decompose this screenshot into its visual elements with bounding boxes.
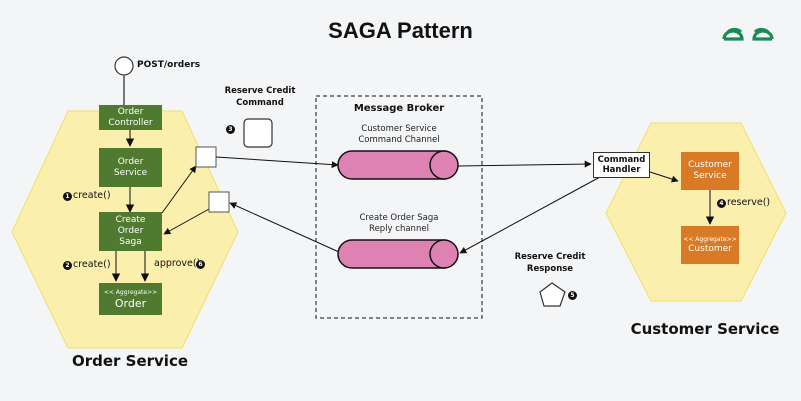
reply-channel-line2: Reply channel bbox=[369, 224, 429, 234]
step-4-label: reserve() bbox=[727, 197, 771, 208]
command-channel-line2: Command Channel bbox=[358, 135, 440, 145]
message-broker-boundary bbox=[315, 95, 483, 319]
command-handler-line2: Handler bbox=[602, 165, 641, 175]
command-channel-line1: Customer Service bbox=[361, 124, 437, 134]
step-4-badge: 4 bbox=[717, 199, 726, 208]
customer-aggregate-name: Customer bbox=[688, 243, 732, 254]
inbound-port bbox=[208, 191, 230, 213]
saga-line1: Create bbox=[115, 215, 146, 225]
reserve-credit-response-label: Reserve Credit Response bbox=[500, 251, 600, 275]
step-5-badge: 5 bbox=[568, 291, 577, 300]
order-service-line2: Service bbox=[113, 167, 148, 178]
saga-to-outport-arrow bbox=[161, 165, 197, 214]
entry-point-circle bbox=[114, 56, 134, 76]
order-controller-box: Order Controller bbox=[99, 105, 162, 130]
reserve-credit-response-message bbox=[539, 282, 566, 307]
customer-service-line2: Service bbox=[693, 171, 727, 181]
customer-service-hexagon bbox=[605, 122, 787, 302]
step-2-label: create() bbox=[73, 259, 111, 270]
reserve-credit-command-message bbox=[243, 118, 273, 148]
order-controller-line1: Order bbox=[117, 106, 144, 117]
reply-channel-line1: Create Order Saga bbox=[359, 213, 439, 223]
handler-to-customer-service-arrow bbox=[649, 171, 679, 183]
reserve-credit-command-label: Reserve Credit Command bbox=[210, 85, 310, 109]
order-controller-line2: Controller bbox=[108, 117, 153, 128]
order-service-title: Order Service bbox=[71, 352, 189, 370]
page-title: SAGA Pattern bbox=[328, 18, 473, 43]
gfg-logo-icon bbox=[722, 27, 774, 41]
customer-aggregate-box: << Aggregate>> Customer bbox=[681, 226, 739, 264]
customer-service-line1: Customer bbox=[688, 160, 732, 170]
order-service-box: Order Service bbox=[99, 148, 162, 187]
outport-to-command-channel-arrow bbox=[215, 156, 339, 169]
reserve-credit-response-line2: Response bbox=[526, 264, 574, 274]
step-2-badge: 2 bbox=[63, 261, 72, 270]
order-aggregate-box: << Aggregate>> Order bbox=[99, 283, 162, 315]
reply-channel-cylinder bbox=[337, 239, 459, 269]
reserve-credit-response-line1: Reserve Credit bbox=[514, 252, 586, 262]
step-6-badge: 6 bbox=[196, 260, 205, 269]
handler-to-reply-channel-arrow bbox=[459, 176, 601, 254]
command-channel-to-handler-arrow bbox=[457, 160, 592, 168]
order-service-line1: Order bbox=[117, 156, 144, 167]
saga-line3: Saga bbox=[119, 237, 142, 247]
create-order-saga-box: Create Order Saga bbox=[99, 212, 162, 251]
command-handler-box: Command Handler bbox=[593, 152, 650, 178]
command-channel-label: Customer Service Command Channel bbox=[316, 124, 482, 146]
command-handler-line1: Command bbox=[597, 155, 646, 165]
customer-aggregate-stereotype: << Aggregate>> bbox=[683, 235, 737, 243]
order-aggregate-name: Order bbox=[114, 296, 147, 310]
step-3-badge: 3 bbox=[226, 125, 235, 134]
order-aggregate-stereotype: << Aggregate>> bbox=[103, 288, 158, 296]
step-1-label: create() bbox=[73, 190, 111, 201]
reserve-credit-command-line1: Reserve Credit bbox=[224, 86, 296, 96]
reserve-credit-command-line2: Command bbox=[236, 98, 284, 108]
reply-channel-to-inport-arrow bbox=[229, 202, 340, 253]
step-6-label: approve() bbox=[154, 258, 201, 269]
message-broker-title: Message Broker bbox=[353, 103, 445, 114]
step-1-badge: 1 bbox=[63, 192, 72, 201]
reply-channel-label: Create Order Saga Reply channel bbox=[316, 213, 482, 235]
customer-service-box: Customer Service bbox=[681, 152, 739, 190]
outbound-port bbox=[195, 146, 217, 168]
inport-to-saga-arrow bbox=[163, 208, 210, 235]
command-channel-cylinder bbox=[337, 150, 459, 180]
saga-line2: Order bbox=[117, 226, 144, 236]
entry-point-label: POST/orders bbox=[137, 60, 201, 70]
customer-service-title: Customer Service bbox=[630, 320, 780, 338]
